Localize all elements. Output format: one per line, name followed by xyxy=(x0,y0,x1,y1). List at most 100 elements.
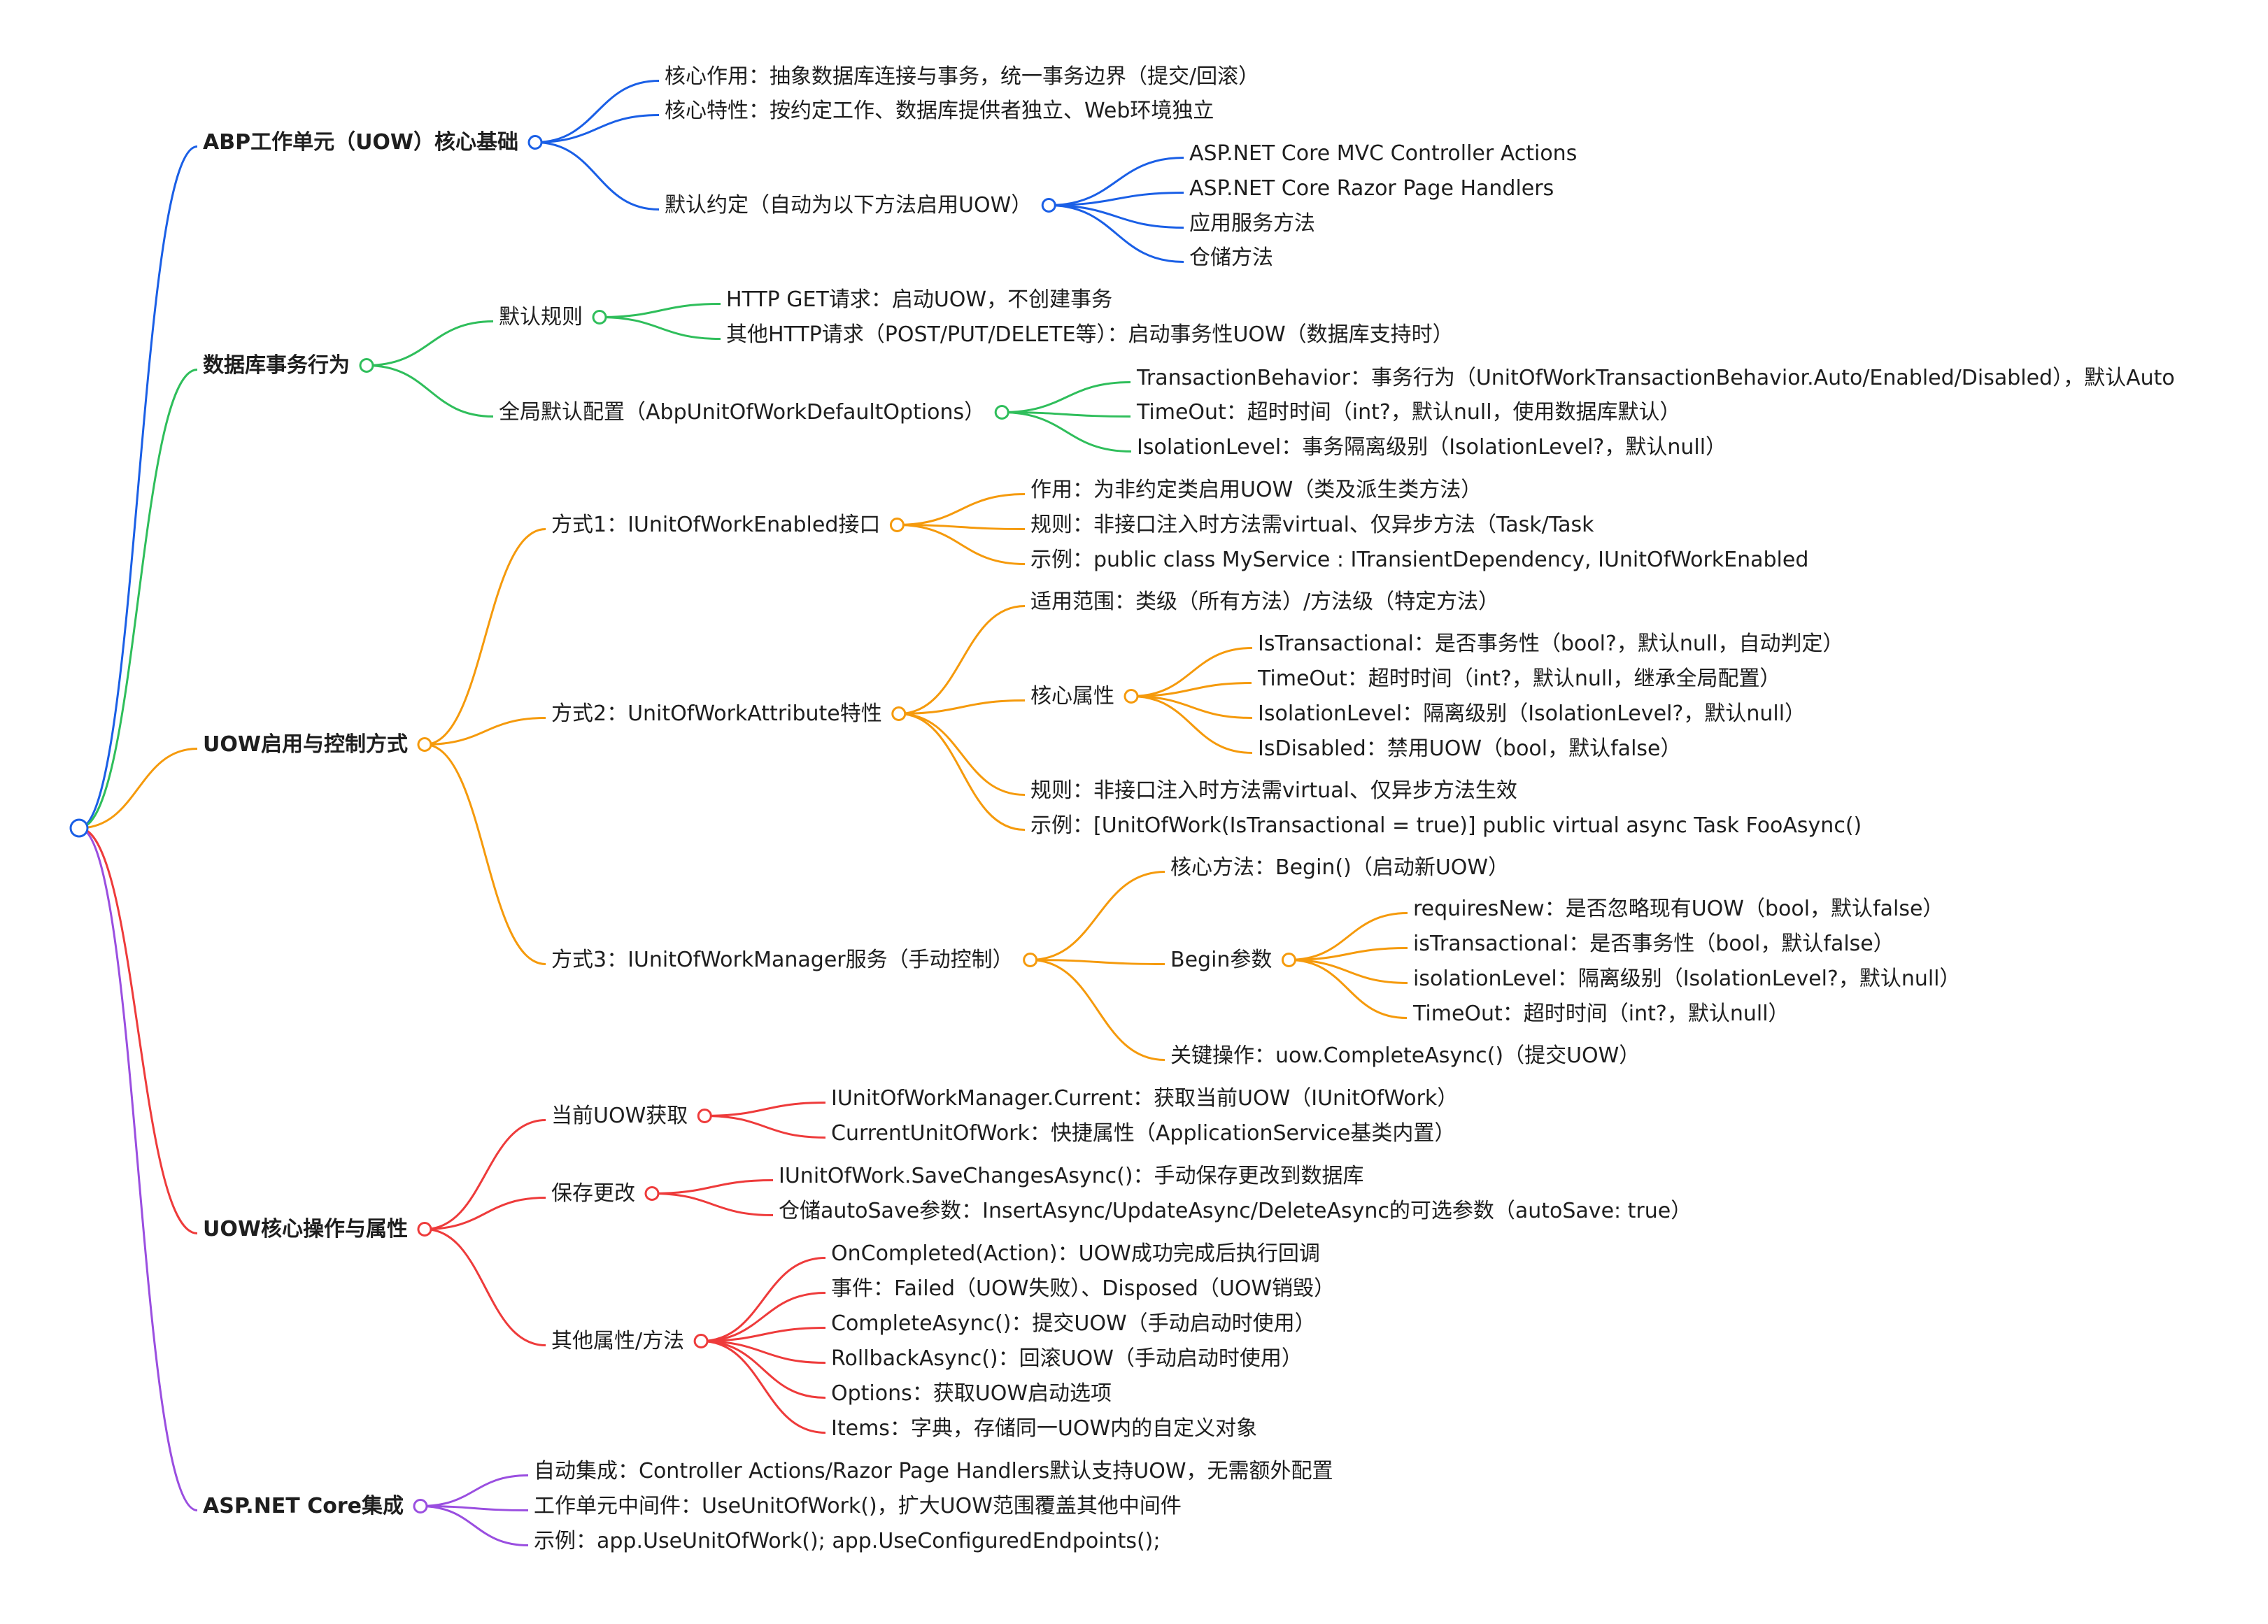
node-method1-interface: 方式1：IUnitOfWorkEnabled接口 xyxy=(551,513,880,537)
root-connector xyxy=(78,827,198,1234)
connector-line xyxy=(1289,947,1408,961)
connector-line xyxy=(651,1192,774,1216)
node-dot xyxy=(693,1334,709,1348)
connector-line xyxy=(424,717,546,746)
node-core-features: 核心特性：按约定工作、数据库提供者独立、Web环境独立 xyxy=(665,99,1214,123)
connector-line xyxy=(535,114,660,143)
branch-aspnet-core-integration: ASP.NET Core集成 xyxy=(203,1494,404,1518)
leaf-transaction-behavior: TransactionBehavior：事务行为（UnitOfWorkTrans… xyxy=(1136,366,2175,390)
connector-line xyxy=(420,1474,529,1507)
node-dot xyxy=(359,358,374,373)
leaf-param-isolation-level: isolationLevel：隔离级别（IsolationLevel?，默认nu… xyxy=(1413,967,1961,991)
node-default-rules: 默认规则 xyxy=(499,305,583,329)
node-dot xyxy=(697,1109,712,1123)
leaf-method2-example: 示例：[UnitOfWork(IsTransactional = true)] … xyxy=(1030,813,1862,838)
root-connector xyxy=(78,369,198,829)
connector-line xyxy=(599,303,721,318)
leaf-is-disabled: IsDisabled：禁用UOW（bool，默认false） xyxy=(1258,736,1682,761)
connector-line xyxy=(420,1505,529,1511)
node-core-properties: 核心属性 xyxy=(1030,684,1114,708)
connector-line xyxy=(1131,695,1253,719)
connector-line xyxy=(898,699,1026,715)
connector-line xyxy=(535,80,660,143)
connector-line xyxy=(701,1340,826,1364)
leaf-uow-middleware: 工作单元中间件：UseUnitOfWork()，扩大UOW范围覆盖其他中间件 xyxy=(534,1494,1182,1518)
leaf-timeout-option: TimeOut：超时时间（int?，默认null，使用数据库默认） xyxy=(1136,400,1681,425)
connector-line xyxy=(898,713,1026,796)
leaf-attr-isolation-level: IsolationLevel：隔离级别（IsolationLevel?，默认nu… xyxy=(1258,701,1806,726)
connector-line xyxy=(1049,204,1184,229)
connector-line xyxy=(424,1119,546,1230)
connector-line xyxy=(1289,959,1408,1019)
node-method3-manager: 方式3：IUnitOfWorkManager服务（手动控制） xyxy=(551,948,1014,972)
connector-line xyxy=(366,320,494,366)
connector-line xyxy=(535,141,660,211)
branch-uow-enable-control: UOW启用与控制方式 xyxy=(203,732,408,757)
leaf-http-get-rule: HTTP GET请求：启动UOW，不创建事务 xyxy=(726,287,1112,312)
leaf-application-service-methods: 应用服务方法 xyxy=(1189,211,1315,236)
leaf-on-completed: OnCompleted(Action)：UOW成功完成后执行回调 xyxy=(831,1241,1320,1266)
leaf-repository-methods: 仓储方法 xyxy=(1189,245,1273,270)
leaf-events: 事件：Failed（UOW失败）、Disposed（UOW销毁） xyxy=(831,1276,1335,1301)
leaf-param-timeout: TimeOut：超时时间（int?，默认null） xyxy=(1412,1002,1789,1026)
connector-line xyxy=(704,1102,826,1117)
connector-line xyxy=(424,528,546,746)
node-core-purpose: 核心作用：抽象数据库连接与事务，统一事务边界（提交/回滚） xyxy=(665,64,1259,89)
node-method2-attribute: 方式2：UnitOfWorkAttribute特性 xyxy=(551,701,882,726)
leaf-isolation-level-option: IsolationLevel：事务隔离级别（IsolationLevel?，默认… xyxy=(1137,435,1727,460)
leaf-method2-rules: 规则：非接口注入时方法需virtual、仅异步方法生效 xyxy=(1030,778,1517,803)
node-dot xyxy=(592,310,607,325)
leaf-method1-example: 示例：public class MyService : ITransientDe… xyxy=(1030,548,1808,572)
connector-line xyxy=(898,713,1026,831)
connector-line xyxy=(1002,411,1132,453)
branch-uow-basics: ABP工作单元（UOW）核心基础 xyxy=(203,130,518,155)
node-default-conventions: 默认约定（自动为以下方法启用UOW） xyxy=(665,193,1032,218)
branch-uow-core-ops: UOW核心操作与属性 xyxy=(203,1217,408,1241)
node-labels: ABP工作单元（UOW）核心基础 核心作用：抽象数据库连接与事务，统一事务边界（… xyxy=(203,64,2175,1553)
leaf-complete-async: CompleteAsync()：提交UOW（手动启动时使用） xyxy=(831,1311,1316,1336)
connector-line xyxy=(1131,647,1253,697)
leaf-middleware-example: 示例：app.UseUnitOfWork(); app.UseConfigure… xyxy=(534,1529,1160,1553)
connector-lines xyxy=(78,80,1408,1546)
leaf-method2-scope: 适用范围：类级（所有方法）/方法级（特定方法） xyxy=(1030,590,1499,614)
node-dot xyxy=(417,1222,432,1237)
node-connector-dots xyxy=(69,135,1296,1513)
node-dot xyxy=(994,405,1009,420)
connector-line xyxy=(1049,192,1184,206)
leaf-requires-new: requiresNew：是否忽略现有UOW（bool，默认false） xyxy=(1413,897,1943,921)
node-dot xyxy=(889,518,905,532)
connector-line xyxy=(701,1257,826,1342)
node-begin-params: Begin参数 xyxy=(1170,948,1272,972)
connector-line xyxy=(1289,912,1408,961)
connector-line xyxy=(1002,411,1131,418)
connector-line xyxy=(599,316,721,340)
connector-line xyxy=(701,1340,826,1399)
node-dot xyxy=(1281,953,1296,967)
leaf-method1-purpose: 作用：为非约定类启用UOW（类及派生类方法） xyxy=(1030,478,1482,502)
connector-line xyxy=(1002,381,1131,413)
connector-line xyxy=(897,524,1026,565)
node-dot xyxy=(644,1186,660,1201)
node-dot xyxy=(69,818,89,838)
connector-line xyxy=(897,524,1026,530)
node-dot xyxy=(527,135,543,150)
connector-line xyxy=(1131,682,1252,697)
connector-line xyxy=(701,1327,826,1342)
connector-line xyxy=(1030,959,1165,965)
leaf-options: Options：获取UOW启动选项 xyxy=(831,1381,1112,1406)
leaf-auto-integration: 自动集成：Controller Actions/Razor Page Handl… xyxy=(534,1459,1333,1483)
connector-line xyxy=(704,1115,826,1139)
node-dot xyxy=(1124,689,1139,704)
leaf-items: Items：字典，存储同一UOW内的自定义对象 xyxy=(831,1416,1257,1441)
node-save-changes: 保存更改 xyxy=(551,1181,635,1206)
leaf-is-transactional: IsTransactional：是否事务性（bool?，默认null，自动判定） xyxy=(1258,632,1844,656)
root-connector xyxy=(78,145,198,829)
leaf-razor-page-handlers: ASP.NET Core Razor Page Handlers xyxy=(1189,176,1554,201)
connector-line xyxy=(701,1292,826,1342)
node-global-default-options: 全局默认配置（AbpUnitOfWorkDefaultOptions） xyxy=(499,400,985,425)
node-dot xyxy=(413,1499,428,1513)
node-current-uow: 当前UOW获取 xyxy=(551,1104,688,1128)
leaf-mvc-controller-actions: ASP.NET Core MVC Controller Actions xyxy=(1189,141,1577,166)
node-dot xyxy=(891,706,907,721)
